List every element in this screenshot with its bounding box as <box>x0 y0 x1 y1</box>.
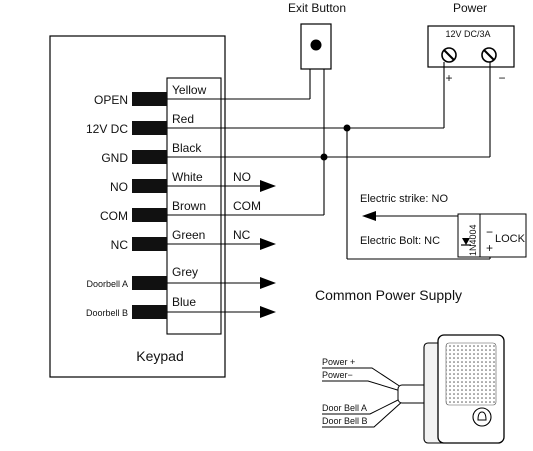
wire-color-brown: Brown <box>172 199 206 213</box>
doorbell-wire <box>322 396 405 415</box>
lock-name: LOCK <box>495 233 526 245</box>
doorbell-wire-label: Door Bell A <box>322 403 367 413</box>
lock-minus: − <box>486 225 493 239</box>
doorbell-wire-label: Door Bell B <box>322 416 368 426</box>
terminal-row-doorbell-b: Doorbell B Blue <box>86 295 276 319</box>
lock: Electric strike: NO Electric Bolt: NC 1N… <box>360 193 527 258</box>
wire-color-blue: Blue <box>172 295 196 309</box>
terminal-block <box>132 305 167 319</box>
terminal-block <box>132 276 167 290</box>
electric-bolt-label: Electric Bolt: NC <box>360 235 440 247</box>
terminal-row-doorbell-a: Doorbell A Grey <box>86 265 276 290</box>
terminal-label-doorbell-b: Doorbell B <box>86 308 128 318</box>
keypad: Keypad <box>49 35 226 378</box>
screw-terminal-icon <box>481 47 497 63</box>
keypad-label: Keypad <box>136 348 183 364</box>
doorbell-wire <box>322 380 405 393</box>
exit-button-label: Exit Button <box>288 1 346 15</box>
terminal-label-nc: NC <box>111 238 129 252</box>
output-label-no: NO <box>233 170 251 184</box>
terminal-block <box>132 121 167 135</box>
wire-color-red: Red <box>172 112 194 126</box>
terminal-label-no: NO <box>110 180 128 194</box>
terminal-label-doorbell-a: Doorbell A <box>86 279 128 289</box>
terminal-row-open: OPEN Yellow <box>94 83 310 107</box>
wire-color-white: White <box>172 170 203 184</box>
terminal-block <box>132 237 167 251</box>
keypad-outline <box>49 35 226 378</box>
power-supply: Power 12V DC/3A + − <box>427 1 515 157</box>
arrow-icon <box>260 277 276 289</box>
doorbell-wire <box>322 399 405 428</box>
screw-terminal-icon <box>441 47 457 63</box>
doorbell-wire-label: Power + <box>322 357 355 367</box>
output-label-nc: NC <box>233 228 251 242</box>
junction-dot <box>320 153 328 161</box>
wire-color-grey: Grey <box>172 265 198 279</box>
doorbell-unit-icon <box>423 334 505 444</box>
power-label: Power <box>453 1 487 15</box>
power-plus: + <box>445 71 452 85</box>
common-power-supply-caption: Common Power Supply <box>315 287 462 303</box>
terminal-label-com: COM <box>100 209 128 223</box>
terminal-row-com: COM Brown COM <box>100 199 324 223</box>
power-box <box>427 25 515 68</box>
doorbell: Power + Power− Door Bell A Door Bell B <box>322 334 505 444</box>
arrow-left-icon <box>362 211 376 221</box>
lock-plus: + <box>486 241 493 255</box>
output-label-com: COM <box>233 199 261 213</box>
lock-terminal-box <box>479 213 527 258</box>
keypad-wire-panel <box>166 77 222 335</box>
terminal-row-nc: NC Green NC <box>111 228 276 252</box>
doorbell-wire-label: Power− <box>322 370 353 380</box>
power-minus: − <box>498 71 505 85</box>
wire-color-yellow: Yellow <box>172 83 207 97</box>
exit-button: Exit Button <box>288 1 346 215</box>
diode-icon <box>461 238 471 246</box>
doorbell-wire <box>322 367 405 390</box>
terminal-label-open: OPEN <box>94 93 128 107</box>
arrow-icon <box>260 306 276 318</box>
wire-color-black: Black <box>172 141 202 155</box>
terminal-label-12v: 12V DC <box>86 122 128 136</box>
arrow-icon <box>260 238 276 250</box>
terminal-block <box>132 179 167 193</box>
terminal-label-gnd: GND <box>101 151 128 165</box>
power-rating: 12V DC/3A <box>445 29 490 39</box>
push-button-icon <box>310 39 322 51</box>
arrow-icon <box>260 180 276 192</box>
terminal-row-gnd: GND Black <box>101 141 490 165</box>
diode-label: 1N4004 <box>468 224 478 256</box>
terminal-block <box>132 150 167 164</box>
terminal-row-12v: 12V DC Red <box>86 112 444 136</box>
wire-color-green: Green <box>172 228 205 242</box>
terminal-block <box>132 92 167 106</box>
terminal-block <box>132 208 167 222</box>
electric-strike-label: Electric strike: NO <box>360 193 448 205</box>
terminal-row-no: NO White NO <box>110 170 276 194</box>
